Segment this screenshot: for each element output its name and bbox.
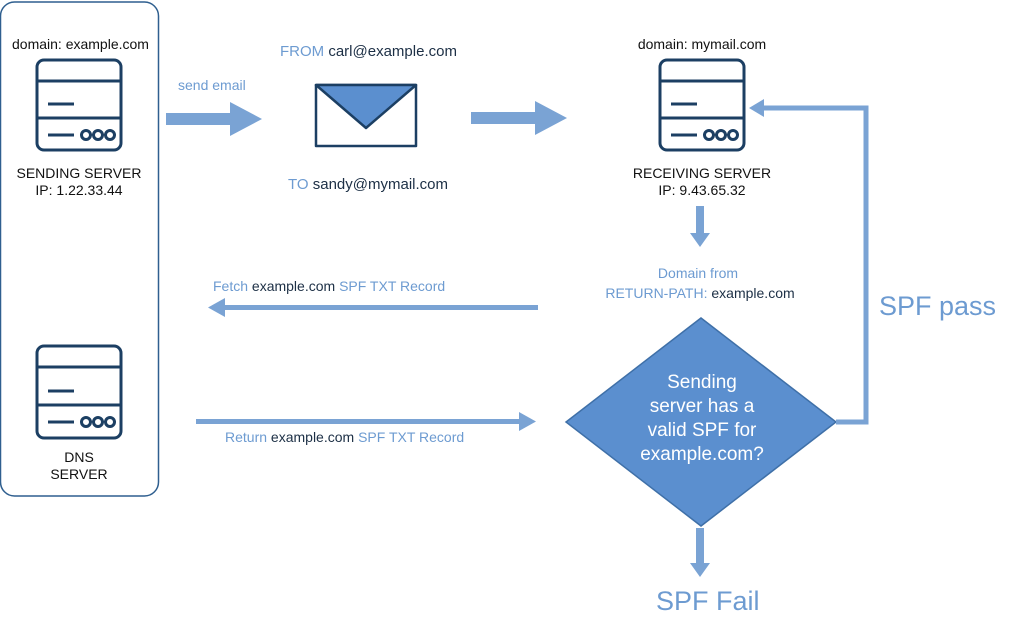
return-path-prefix: RETURN-PATH:: [605, 285, 708, 301]
spf-fail-label: SPF Fail: [656, 586, 760, 616]
receiving-server-name: RECEIVING SERVER: [632, 165, 772, 181]
decision-line1: Sending: [667, 372, 737, 393]
dns-server-label-line2: SERVER: [50, 466, 108, 482]
decision-text: Sending server has a valid SPF for examp…: [617, 371, 787, 467]
receiving-server-domain: domain: mymail.com: [637, 36, 767, 52]
spf-pass-label: SPF pass: [879, 291, 997, 321]
return-path-line2: RETURN-PATH: example.com: [570, 286, 830, 300]
send-email-arrow: [166, 102, 262, 136]
envelope-icon: [314, 83, 418, 148]
sending-server-ip: IP: 1.22.33.44: [35, 182, 123, 198]
from-prefix: FROM: [280, 43, 325, 60]
to-line: TO sandy@mymail.com: [288, 177, 448, 192]
fetch-label: Fetch example.com SPF TXT Record: [213, 279, 445, 293]
return-arrow: [196, 412, 536, 431]
left-panel: [0, 1, 160, 497]
fetch-prefix: Fetch: [213, 278, 249, 294]
return-suffix: SPF TXT Record: [358, 429, 465, 445]
dns-server-icon: [35, 344, 123, 440]
from-line: FROM carl@example.com: [280, 44, 457, 59]
sending-server-icon: [35, 58, 123, 152]
receiver-down-arrow: [690, 206, 710, 247]
decision-line3: valid SPF for: [647, 420, 757, 441]
receiving-server-ip: IP: 9.43.65.32: [658, 182, 746, 198]
return-path-domain: example.com: [711, 285, 795, 301]
return-label: Return example.com SPF TXT Record: [225, 430, 464, 444]
to-address: sandy@mymail.com: [312, 176, 448, 193]
sending-server-domain: domain: example.com: [12, 36, 149, 52]
send-email-label: send email: [178, 77, 246, 93]
deliver-arrow: [471, 101, 567, 135]
decision-diamond: [564, 317, 838, 527]
from-address: carl@example.com: [328, 43, 457, 60]
decision-line2: server has a: [649, 396, 755, 417]
to-prefix: TO: [288, 176, 309, 193]
sending-server-name: SENDING SERVER: [16, 165, 142, 181]
receiving-server-icon: [658, 58, 746, 152]
fetch-domain: example.com: [251, 278, 336, 294]
return-path-line1: Domain from: [657, 265, 739, 281]
spf-pass-arrow: [749, 99, 869, 425]
fetch-suffix: SPF TXT Record: [339, 278, 446, 294]
spf-fail-arrow: [690, 528, 710, 577]
dns-server-label-line1: DNS: [64, 449, 94, 465]
decision-line4: example.com?: [640, 444, 764, 465]
return-prefix: Return: [225, 429, 268, 445]
return-domain: example.com: [270, 429, 355, 445]
fetch-arrow: [208, 298, 538, 317]
